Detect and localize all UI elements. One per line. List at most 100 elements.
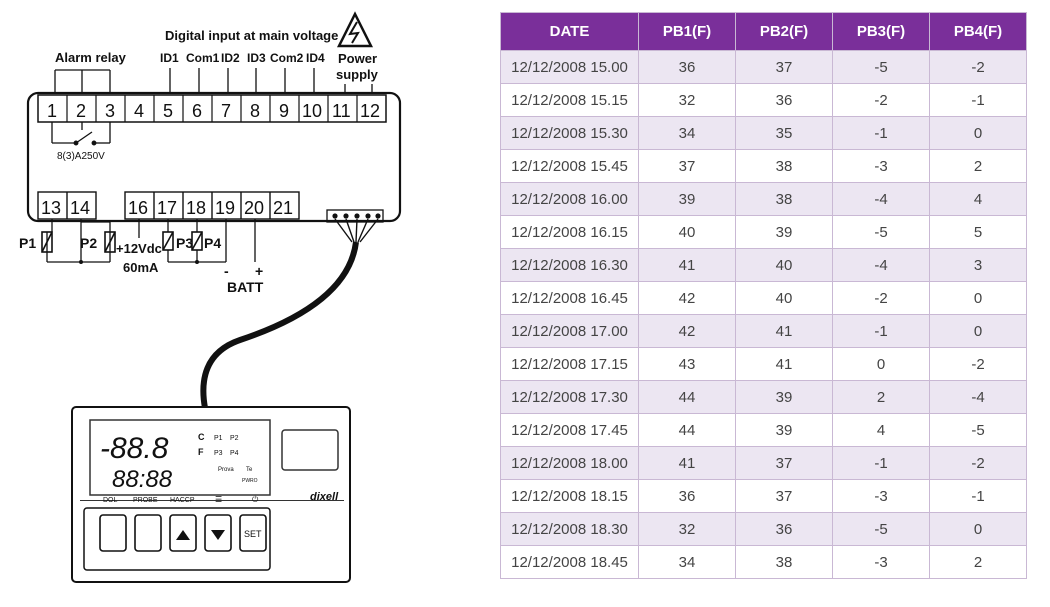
- terminal-4: 4: [134, 101, 144, 121]
- keypad-button-1[interactable]: [99, 514, 127, 552]
- cell-date: 12/12/2008 17.15: [500, 347, 639, 381]
- label-id4: ID4: [306, 51, 325, 65]
- cell-pb4: -1: [929, 83, 1027, 117]
- indicator-p4: P4: [230, 450, 239, 457]
- top-terminal-strip: 1 2 3 4 5 6 7 8 9 10 11 12: [37, 94, 387, 123]
- relay-contact-icon: [51, 122, 111, 146]
- cell-pb1: 41: [638, 248, 736, 282]
- label-com1: Com1: [186, 51, 220, 65]
- cell-pb2: 40: [735, 248, 833, 282]
- terminal-14: 14: [70, 198, 90, 218]
- terminal-19: 19: [215, 198, 235, 218]
- terminal-21: 21: [273, 198, 293, 218]
- cell-pb1: 40: [638, 215, 736, 249]
- cell-pb4: 5: [929, 215, 1027, 249]
- cell-pb3: -1: [832, 446, 930, 480]
- digital-input-header: Digital input at main voltage: [165, 28, 338, 43]
- cell-date: 12/12/2008 15.00: [500, 50, 639, 84]
- cell-pb2: 40: [735, 281, 833, 315]
- controller-body: [26, 91, 402, 223]
- cell-pb3: -5: [832, 215, 930, 249]
- cell-pb1: 39: [638, 182, 736, 216]
- terminal-8: 8: [250, 101, 260, 121]
- label-id3: ID3: [247, 51, 266, 65]
- cell-pb1: 37: [638, 149, 736, 183]
- set-button[interactable]: [239, 514, 267, 552]
- cell-pb3: -2: [832, 281, 930, 315]
- header-pb3: PB3(F): [832, 12, 930, 51]
- down-arrow-button[interactable]: [204, 514, 232, 552]
- terminal-18: 18: [186, 198, 206, 218]
- cell-date: 12/12/2008 15.15: [500, 83, 639, 117]
- button-label-probe: PROBE: [133, 497, 158, 504]
- alarm-relay-header: Alarm relay: [55, 50, 127, 65]
- supply-label-current: 60mA: [123, 260, 159, 275]
- terminal-12: 12: [360, 101, 380, 121]
- keypad-panel: [83, 507, 271, 571]
- header-pb4: PB4(F): [929, 12, 1027, 51]
- up-arrow-icon: [176, 530, 190, 540]
- power-supply-label-1: Power: [338, 51, 377, 66]
- table-header-row: DATE PB1(F) PB2(F) PB3(F) PB4(F): [500, 12, 1027, 51]
- bottom-terminal-strip: [37, 191, 300, 220]
- cell-pb4: -2: [929, 446, 1027, 480]
- display-cable: [200, 241, 359, 409]
- cell-pb3: -3: [832, 149, 930, 183]
- cell-pb3: -1: [832, 314, 930, 348]
- terminal-9: 9: [279, 101, 289, 121]
- cell-pb4: -5: [929, 413, 1027, 447]
- cell-date: 12/12/2008 15.30: [500, 116, 639, 150]
- cell-pb3: 2: [832, 380, 930, 414]
- cell-pb4: 3: [929, 248, 1027, 282]
- terminal-20: 20: [244, 198, 264, 218]
- cell-date: 12/12/2008 18.15: [500, 479, 639, 513]
- indicator-p3: P3: [214, 450, 223, 457]
- cell-pb1: 41: [638, 446, 736, 480]
- cell-pb2: 39: [735, 215, 833, 249]
- cell-pb2: 39: [735, 413, 833, 447]
- indicator-p1: P1: [214, 435, 223, 442]
- cell-pb3: 0: [832, 347, 930, 381]
- cell-pb1: 32: [638, 83, 736, 117]
- terminal-11: 11: [332, 101, 351, 121]
- probe-label-p1: P1: [19, 235, 36, 251]
- keypad-button-2[interactable]: [134, 514, 162, 552]
- cell-pb3: -4: [832, 248, 930, 282]
- cell-pb1: 42: [638, 314, 736, 348]
- down-arrow-icon: [211, 530, 225, 540]
- cell-date: 12/12/2008 18.45: [500, 545, 639, 579]
- cell-pb4: -1: [929, 479, 1027, 513]
- indicator-celsius: C: [198, 432, 205, 442]
- probe-junction-dots: [79, 260, 199, 264]
- batt-minus: -: [224, 263, 229, 279]
- cell-pb2: 39: [735, 380, 833, 414]
- cell-pb3: -1: [832, 116, 930, 150]
- cell-pb3: -4: [832, 182, 930, 216]
- button-label-dol: DOL: [103, 497, 118, 504]
- cell-pb4: 0: [929, 281, 1027, 315]
- cell-pb1: 32: [638, 512, 736, 546]
- indicator-prova: Prova: [218, 467, 234, 473]
- cell-date: 12/12/2008 17.30: [500, 380, 639, 414]
- relay-rating: 8(3)A250V: [57, 151, 105, 162]
- cell-pb2: 36: [735, 512, 833, 546]
- power-supply-label-2: supply: [336, 67, 379, 82]
- probe-sensor-icons: [41, 231, 203, 253]
- cell-pb4: 0: [929, 512, 1027, 546]
- label-id2: ID2: [221, 51, 240, 65]
- button-label-power: ⏻: [252, 495, 259, 504]
- cell-pb2: 37: [735, 50, 833, 84]
- display-top-readout: -88.8: [100, 432, 169, 465]
- button-label-haccp: HACCP: [170, 497, 195, 504]
- cell-pb3: -5: [832, 50, 930, 84]
- up-arrow-button[interactable]: [169, 514, 197, 552]
